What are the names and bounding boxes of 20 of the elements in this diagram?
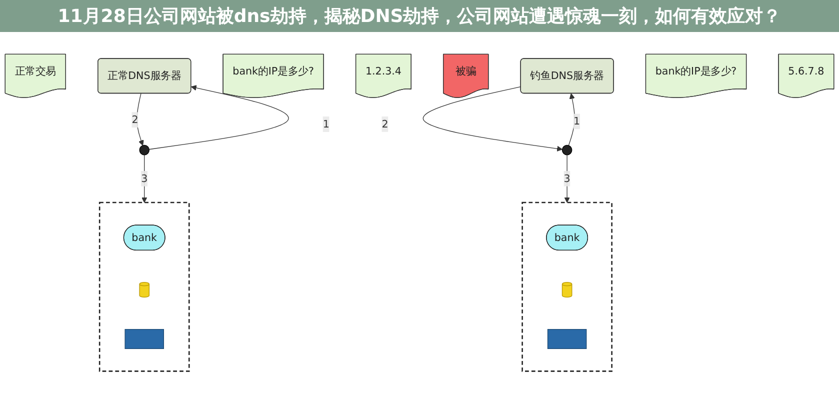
arrow [142, 154, 148, 204]
edge-label: 2 [382, 118, 388, 130]
arrow [568, 94, 575, 146]
node-cylinder [562, 282, 572, 298]
arrow [136, 94, 144, 146]
node-person [562, 145, 572, 156]
node-cylinder [139, 282, 150, 298]
node-person [139, 145, 150, 156]
edge-label: 1 [322, 118, 330, 130]
arrow [422, 86, 563, 152]
node-box [124, 329, 164, 350]
edge-label: 2 [132, 114, 138, 126]
title-banner: 11月28日公司网站被dns劫持，揭秘DNS劫持，公司网站遭遇惊魂一刻，如何有效应对？ [0, 0, 839, 32]
arrow [148, 85, 289, 150]
node-box [547, 329, 587, 350]
cluster [98, 202, 190, 372]
edge-label: 3 [564, 172, 570, 185]
cluster [522, 202, 612, 372]
edge-label: 3 [141, 172, 148, 185]
edge-label: 1 [573, 115, 580, 128]
